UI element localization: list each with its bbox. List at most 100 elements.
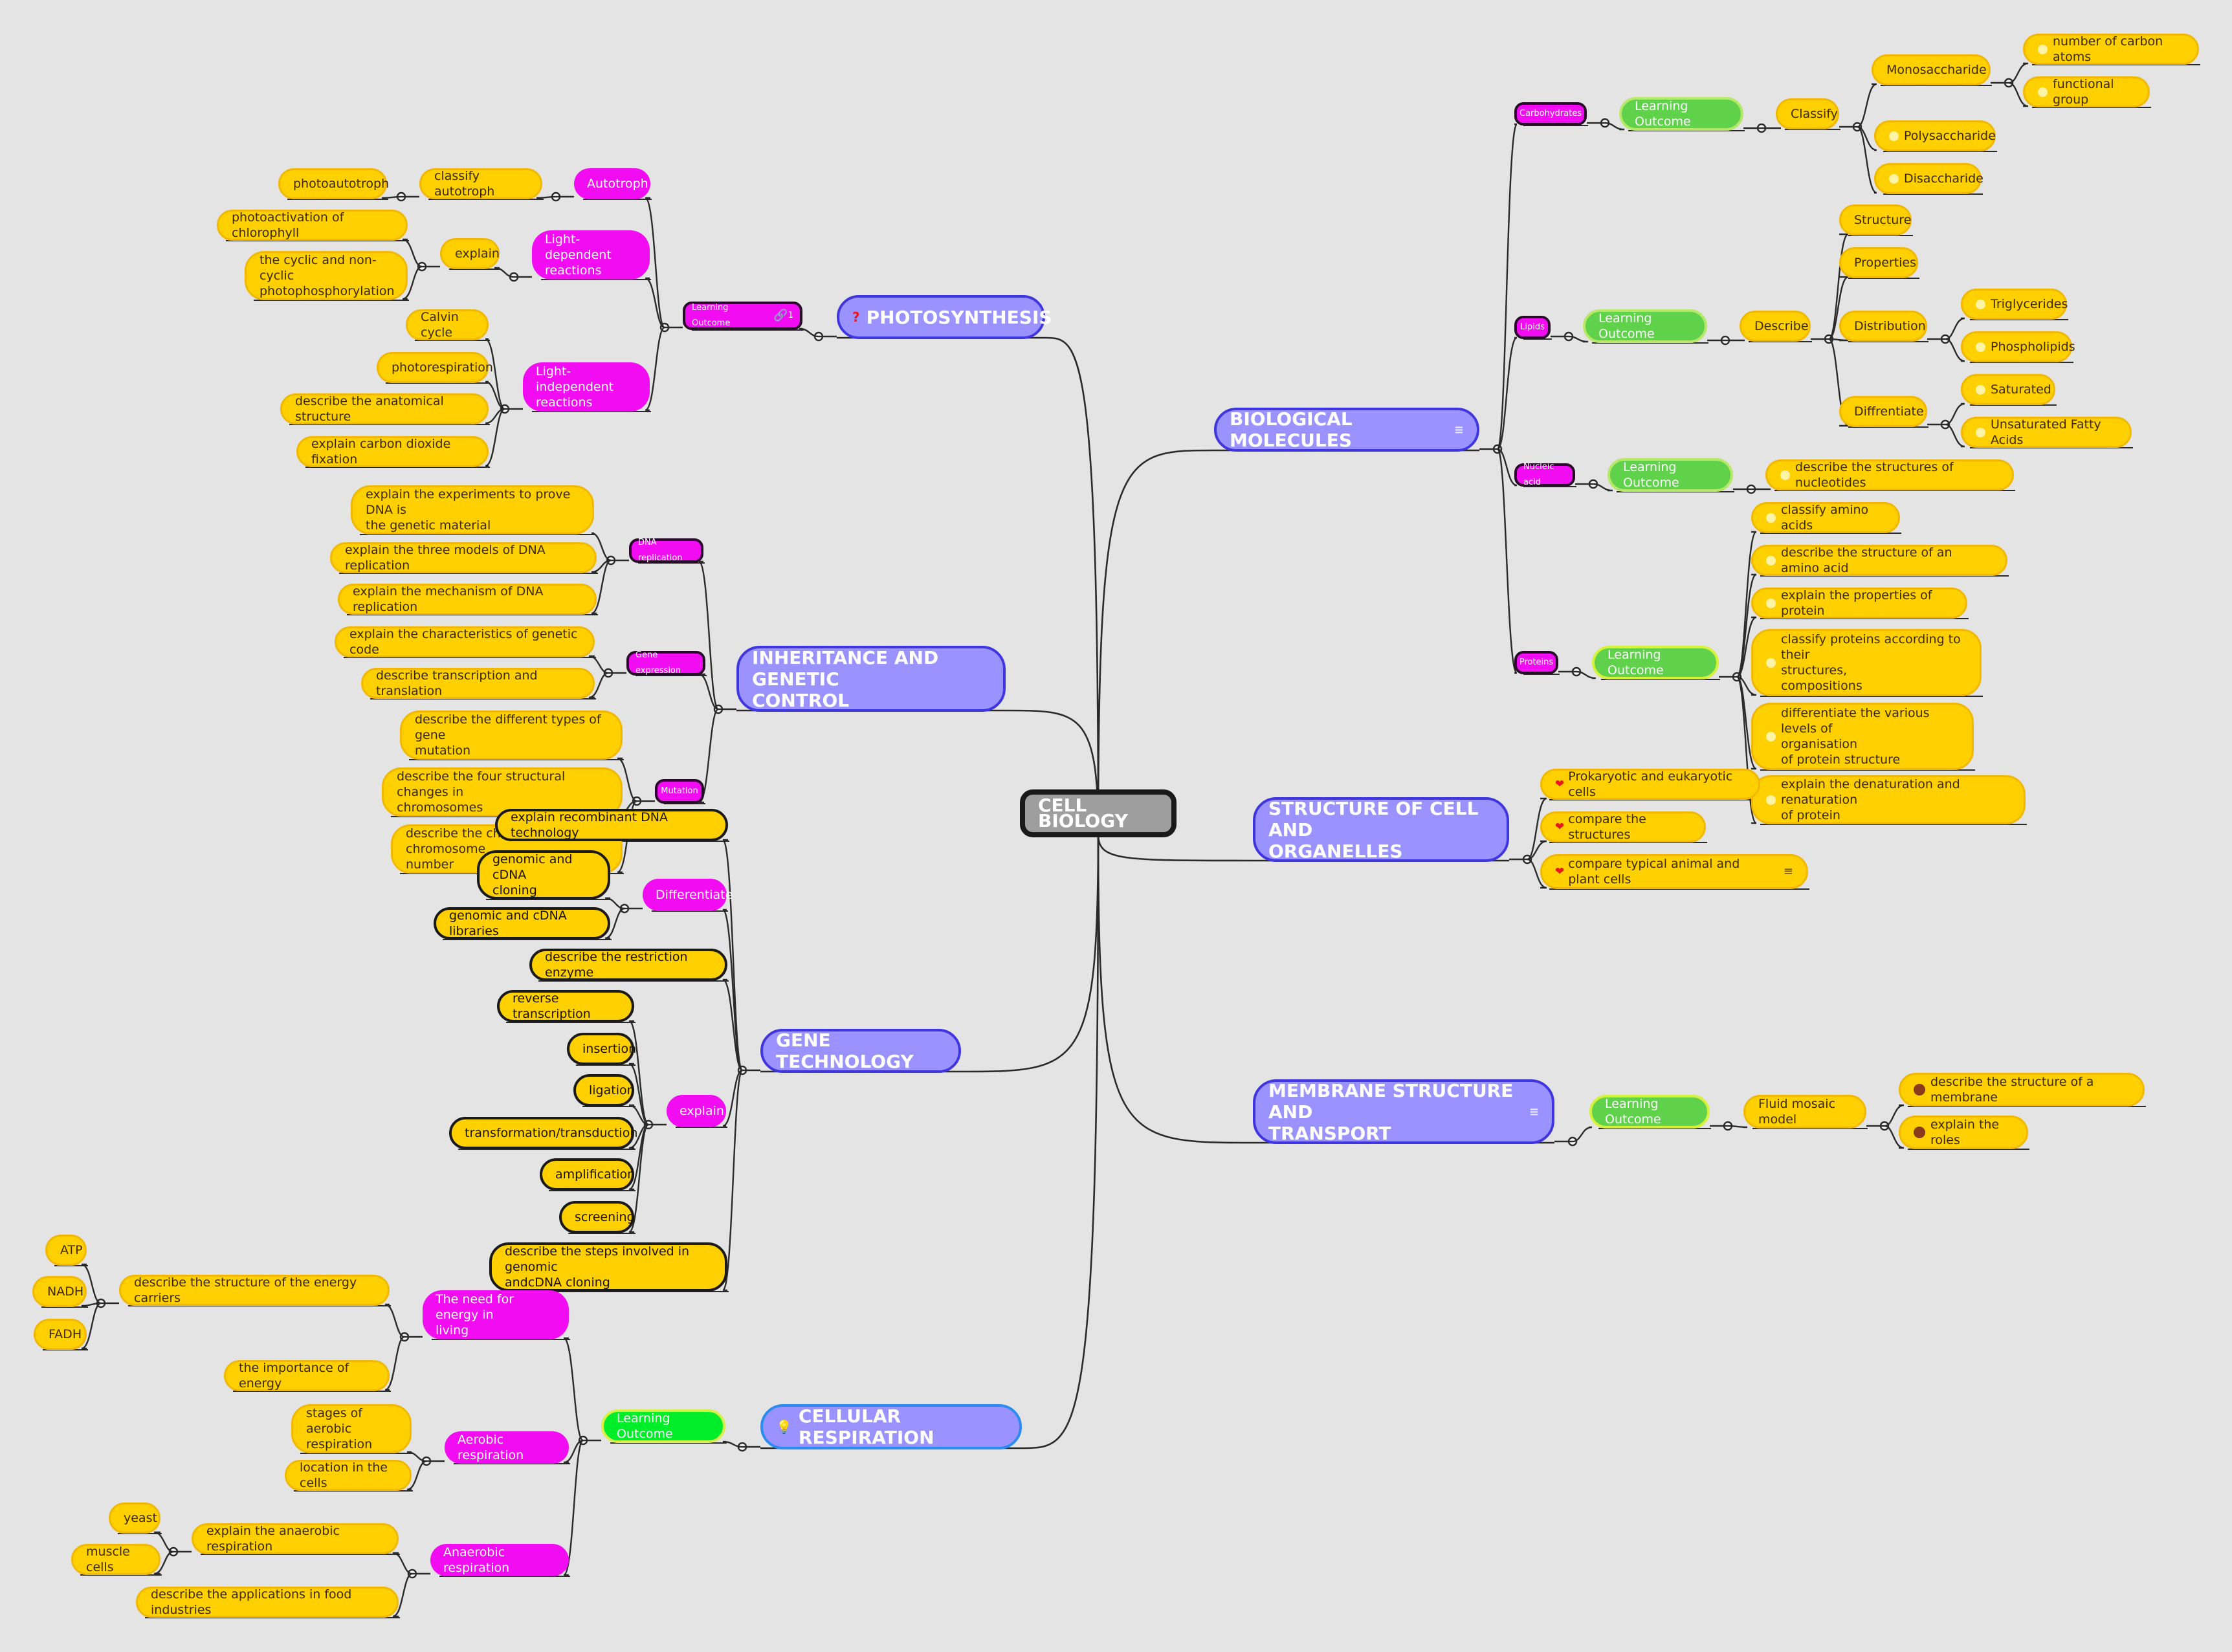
screening[interactable]: screening — [559, 1201, 635, 1233]
photoactivation-chlorophyll[interactable]: photoactivation of chlorophyll — [217, 210, 408, 241]
monosaccharide[interactable]: Monosaccharide — [1872, 54, 1991, 85]
amplification[interactable]: amplification — [540, 1158, 635, 1191]
amino-acid-structure[interactable]: describe the structure of an amino acid — [1751, 545, 2007, 576]
classify-autotroph[interactable]: classify autotroph — [419, 168, 542, 199]
energy-need-node[interactable]: The need for energy in living — [423, 1290, 569, 1339]
cloning-steps[interactable]: describe the steps involved in genomic a… — [489, 1242, 727, 1292]
yeast[interactable]: yeast — [109, 1503, 160, 1534]
dna-three-models[interactable]: explain the three models of DNA replicat… — [330, 542, 597, 573]
nadh[interactable]: NADH — [32, 1276, 87, 1307]
topic-membrane[interactable]: MEMBRANE STRUCTURE AND TRANSPORT≡ — [1253, 1079, 1554, 1144]
genomic-cdna-cloning[interactable]: genomic and cDNA cloning — [477, 850, 610, 899]
atp[interactable]: ATP — [45, 1235, 87, 1266]
gene-expression-node[interactable]: Gene expression — [626, 650, 705, 676]
food-industries[interactable]: describe the applications in food indust… — [136, 1587, 399, 1618]
lipid-structure[interactable]: Structure — [1839, 204, 1912, 236]
disaccharide[interactable]: Disaccharide — [1874, 163, 1983, 194]
notes-icon[interactable]: ≡ — [1783, 865, 1793, 878]
membrane-learning-outcome[interactable]: Learning Outcome — [1589, 1095, 1710, 1129]
dna-experiments[interactable]: explain the experiments to prove DNA is … — [351, 485, 594, 534]
photosynthesis-learning-outcome[interactable]: Learning Outcome🔗1 — [683, 302, 802, 330]
link-icon[interactable]: 🔗 — [773, 309, 788, 322]
photorespiration[interactable]: photorespiration — [377, 352, 493, 383]
dna-mechanism[interactable]: explain the mechanism of DNA replication — [338, 584, 597, 615]
carbohydrates-learning-outcome[interactable]: Learning Outcome — [1619, 97, 1743, 131]
ligation[interactable]: ligation — [573, 1074, 635, 1107]
light-dependent-node[interactable]: Light-dependent reactions — [532, 230, 650, 280]
genomic-cdna-libraries[interactable]: genomic and cDNA libraries — [434, 907, 610, 940]
fluid-mosaic-model[interactable]: Fluid mosaic model — [1743, 1095, 1866, 1129]
triglycerides[interactable]: Triglycerides — [1961, 289, 2068, 320]
chromosome-structural-changes[interactable]: describe the four structural changes in … — [382, 767, 623, 817]
anatomical-structure[interactable]: describe the anatomical structure — [280, 393, 489, 424]
reverse-transcription[interactable]: reverse transcription — [497, 990, 634, 1022]
mutation-node[interactable]: Mutation — [655, 779, 704, 804]
carbohydrates-node[interactable]: Carbohydrates — [1514, 102, 1587, 126]
topic-photosynthesis[interactable]: ?PHOTOSYNTHESIS — [837, 295, 1052, 339]
classify-carbohydrates[interactable]: Classify — [1776, 98, 1839, 129]
nucleic-acid-node[interactable]: Nucleic acid — [1514, 462, 1575, 487]
photoautotroph[interactable]: photoautotroph — [278, 168, 389, 199]
respiration-learning-outcome[interactable]: Learning Outcome — [601, 1409, 725, 1443]
insertion[interactable]: insertion — [567, 1033, 636, 1065]
describe-lipids[interactable]: Describe — [1740, 311, 1811, 342]
proteins-node[interactable]: Proteins — [1514, 651, 1558, 674]
anaerobic-node[interactable]: Anaerobic respiration — [430, 1544, 569, 1576]
lipids-learning-outcome[interactable]: Learning Outcome — [1583, 309, 1707, 343]
polysaccharide[interactable]: Polysaccharide — [1874, 120, 1996, 151]
protein-properties[interactable]: explain the properties of protein — [1751, 588, 1967, 619]
lipid-properties[interactable]: Properties — [1839, 247, 1918, 278]
transformation-transduction[interactable]: transformation/transduction — [449, 1117, 637, 1149]
compare-animal-plant[interactable]: ❤compare typical animal and plant cells≡ — [1540, 854, 1808, 889]
membrane-structure[interactable]: describe the structure of a membrane — [1899, 1073, 2145, 1107]
light-independent-node[interactable]: Light-independent reactions — [523, 362, 650, 412]
prokaryotic-eukaryotic[interactable]: ❤Prokaryotic and eukaryotic cells — [1540, 769, 1760, 800]
topic-gene-technology[interactable]: GENE TECHNOLOGY — [760, 1029, 961, 1073]
saturated[interactable]: Saturated — [1961, 374, 2055, 405]
explain-roles[interactable]: explain the roles — [1899, 1116, 2028, 1149]
energy-carriers[interactable]: describe the structure of the energy car… — [119, 1275, 390, 1306]
location-in-cells[interactable]: location in the cells — [285, 1460, 412, 1491]
phospholipids[interactable]: Phospholipids — [1961, 331, 2075, 362]
lipid-distribution[interactable]: Distribution — [1839, 311, 1927, 342]
differentiate-node[interactable]: Differentiate — [643, 879, 733, 911]
explain-anaerobic[interactable]: explain the anaerobic respiration — [192, 1523, 399, 1554]
functional-group[interactable]: functional group — [2023, 76, 2150, 107]
calvin-cycle[interactable]: Calvin cycle — [406, 309, 489, 340]
number-of-carbon-atoms[interactable]: number of carbon atoms — [2023, 34, 2199, 65]
aerobic-stages[interactable]: stages of aerobic respiration — [291, 1404, 412, 1453]
topic-structure-of-cell[interactable]: STRUCTURE OF CELL AND ORGANELLES — [1253, 797, 1509, 862]
classify-amino-acids[interactable]: classify amino acids — [1751, 502, 1900, 533]
notes-icon[interactable]: ≡ — [1453, 423, 1464, 437]
topic-cellular-respiration[interactable]: 💡CELLULAR RESPIRATION — [760, 1404, 1022, 1449]
transcription-translation[interactable]: describe transcription and translation — [361, 668, 595, 699]
notes-icon[interactable]: ≡ — [1529, 1105, 1539, 1119]
fadh[interactable]: FADH — [34, 1319, 87, 1350]
topic-biological-molecules[interactable]: BIOLOGICAL MOLECULES≡ — [1214, 408, 1479, 452]
muscle-cells[interactable]: muscle cells — [71, 1544, 160, 1575]
classify-proteins[interactable]: classify proteins according to their str… — [1751, 629, 1982, 696]
denaturation-renaturation[interactable]: explain the denaturation and renaturatio… — [1751, 775, 2026, 824]
dna-replication-node[interactable]: DNA replication — [629, 538, 703, 563]
explain-light-dependent[interactable]: explain — [440, 238, 500, 269]
importance-of-energy[interactable]: the importance of energy — [224, 1360, 390, 1391]
genetic-code[interactable]: explain the characteristics of genetic c… — [335, 626, 595, 657]
carbon-dioxide-fixation[interactable]: explain carbon dioxide fixation — [296, 436, 489, 467]
central-topic[interactable]: CELL BIOLOGY — [1020, 789, 1177, 837]
recombinant-dna[interactable]: explain recombinant DNA technology — [495, 809, 728, 841]
topic-inheritance[interactable]: INHERITANCE AND GENETIC CONTROL — [736, 646, 1006, 712]
lipid-differentiate[interactable]: Diffrentiate — [1839, 396, 1927, 427]
cyclic-photophosphorylation[interactable]: the cyclic and non-cyclic photophosphory… — [245, 251, 408, 300]
gene-mutation-types[interactable]: describe the different types of gene mut… — [400, 710, 623, 760]
proteins-learning-outcome[interactable]: Learning Outcome — [1592, 646, 1719, 679]
lipids-node[interactable]: Lipids — [1514, 316, 1551, 339]
unsaturated-fatty-acids[interactable]: Unsaturated Fatty Acids — [1961, 417, 2132, 448]
restriction-enzyme[interactable]: describe the restriction enzyme — [529, 949, 727, 981]
nucleotide-structures[interactable]: describe the structures of nucleotides — [1765, 459, 2014, 490]
autotroph-node[interactable]: Autotroph — [574, 168, 650, 199]
protein-organisation-levels[interactable]: differentiate the various levels of orga… — [1751, 703, 1974, 770]
explain-gene-node[interactable]: explain — [667, 1095, 726, 1127]
compare-structures[interactable]: ❤compare the structures — [1540, 811, 1706, 843]
aerobic-node[interactable]: Aerobic respiration — [445, 1431, 569, 1464]
nucleic-learning-outcome[interactable]: Learning Outcome — [1608, 458, 1733, 492]
